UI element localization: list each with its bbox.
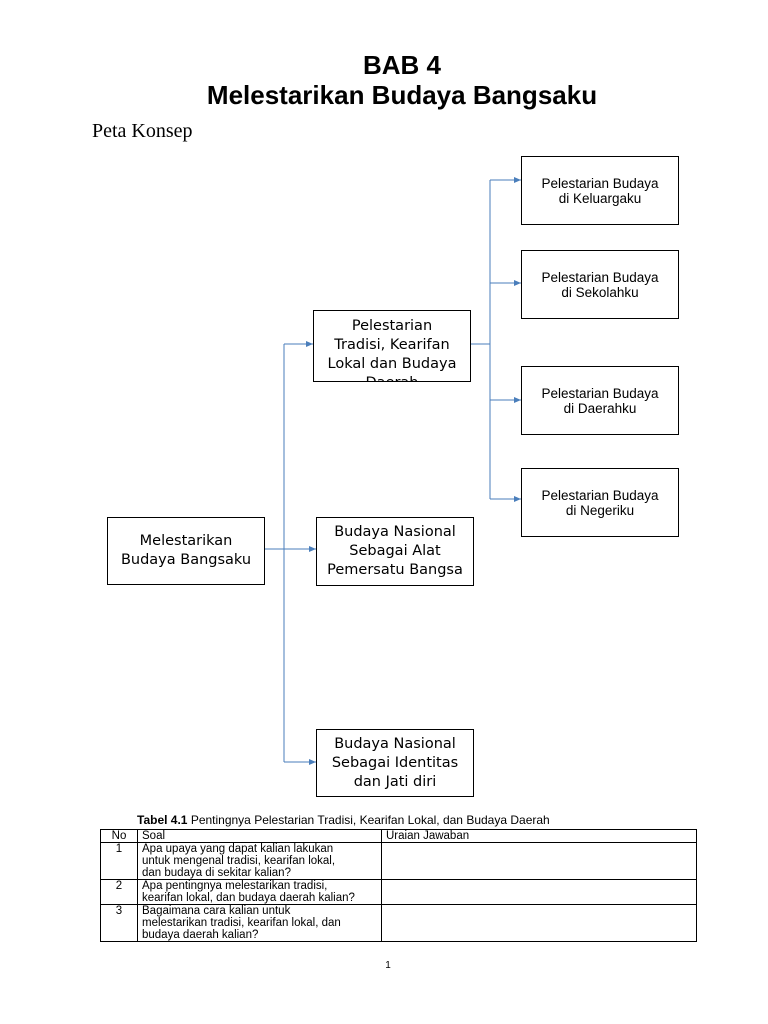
answer-cell[interactable]	[381, 879, 697, 905]
box-line: Melestarikan	[139, 533, 233, 549]
answer-cell[interactable]	[381, 842, 697, 880]
row-question: Apa upaya yang dapat kalian lakukan untu…	[137, 842, 382, 880]
box-line: Pelestarian Budaya	[541, 269, 659, 285]
box-line: Pelestarian Budaya	[541, 385, 659, 401]
table-row: 2 Apa pentingnya melestarikan tradisi, k…	[100, 879, 697, 905]
chapter-heading: BAB 4	[362, 50, 441, 80]
box-line: di Keluargaku	[558, 190, 642, 206]
concept-sub-daerah: Pelestarian Budaya di Daerahku	[521, 366, 679, 435]
concept-branch-pemersatu: Budaya Nasional Sebagai Alat Pemersatu B…	[316, 517, 474, 586]
box-line: Pemersatu Bangsa	[327, 562, 463, 578]
question-line: Apa upaya yang dapat kalian lakukan	[142, 843, 334, 855]
table-caption-label: Tabel 4.1	[137, 813, 188, 827]
question-line: dan budaya di sekitar kalian?	[142, 867, 291, 879]
row-no: 1	[100, 842, 138, 880]
table-header-row: No Soal Uraian Jawaban	[100, 829, 697, 843]
box-line: Tradisi, Kearifan	[334, 337, 450, 353]
box-line: Budaya Nasional	[334, 524, 456, 540]
box-line: di Sekolahku	[561, 284, 639, 300]
row-no: 2	[100, 879, 138, 905]
section-subtitle: Peta Konsep	[92, 120, 193, 142]
box-line: Daerah	[328, 374, 457, 381]
table-caption: Tabel 4.1 Pentingnya Pelestarian Tradisi…	[137, 813, 550, 827]
concept-root-box: Melestarikan Budaya Bangsaku	[107, 517, 265, 585]
box-line: Pelestarian Budaya	[541, 487, 659, 503]
header-soal: Soal	[137, 829, 382, 843]
row-question: Bagaimana cara kalian untuk melestarikan…	[137, 904, 382, 942]
question-line: melestarikan tradisi, kearifan lokal, da…	[142, 917, 341, 929]
question-line: Apa pentingnya melestarikan tradisi,	[142, 880, 328, 892]
box-line: Pelestarian Budaya	[541, 175, 659, 191]
answer-cell[interactable]	[381, 904, 697, 942]
question-line: kearifan lokal, dan budaya daerah kalian…	[142, 892, 355, 904]
chapter-title: Melestarikan Budaya Bangsaku	[206, 80, 598, 110]
box-line: Budaya Bangsaku	[120, 552, 252, 568]
question-line: Bagaimana cara kalian untuk	[142, 905, 291, 917]
box-line: di Daerahku	[563, 400, 637, 416]
concept-sub-negeri: Pelestarian Budaya di Negeriku	[521, 468, 679, 537]
box-line: dan Jati diri	[353, 773, 437, 790]
concept-sub-sekolah: Pelestarian Budaya di Sekolahku	[521, 250, 679, 319]
box-line: Sebagai Alat	[349, 543, 441, 559]
concept-branch-tradisi: Pelestarian Tradisi, Kearifan Lokal dan …	[313, 310, 471, 382]
row-question: Apa pentingnya melestarikan tradisi, kea…	[137, 879, 382, 905]
box-line: Pelestarian	[351, 318, 433, 334]
page-number: 1	[385, 960, 391, 971]
question-line: untuk mengenal tradisi, kearifan lokal,	[142, 855, 336, 867]
header-jawaban: Uraian Jawaban	[381, 829, 697, 843]
box-line: di Negeriku	[565, 502, 635, 518]
box-line: Budaya Nasional	[334, 735, 456, 752]
concept-branch-identitas: Budaya Nasional Sebagai Identitas dan Ja…	[316, 729, 474, 797]
table-caption-text: Pentingnya Pelestarian Tradisi, Kearifan…	[190, 813, 550, 827]
row-no: 3	[100, 904, 138, 942]
question-table: No Soal Uraian Jawaban 1 Apa upaya yang …	[100, 829, 697, 942]
question-line: budaya daerah kalian?	[142, 929, 259, 941]
box-line: Sebagai Identitas	[331, 754, 459, 771]
header-no: No	[100, 829, 138, 843]
concept-sub-keluarga: Pelestarian Budaya di Keluargaku	[521, 156, 679, 225]
table-row: 1 Apa upaya yang dapat kalian lakukan un…	[100, 842, 697, 880]
table-row: 3 Bagaimana cara kalian untuk melestarik…	[100, 904, 697, 942]
box-line: Lokal dan Budaya	[327, 356, 457, 372]
